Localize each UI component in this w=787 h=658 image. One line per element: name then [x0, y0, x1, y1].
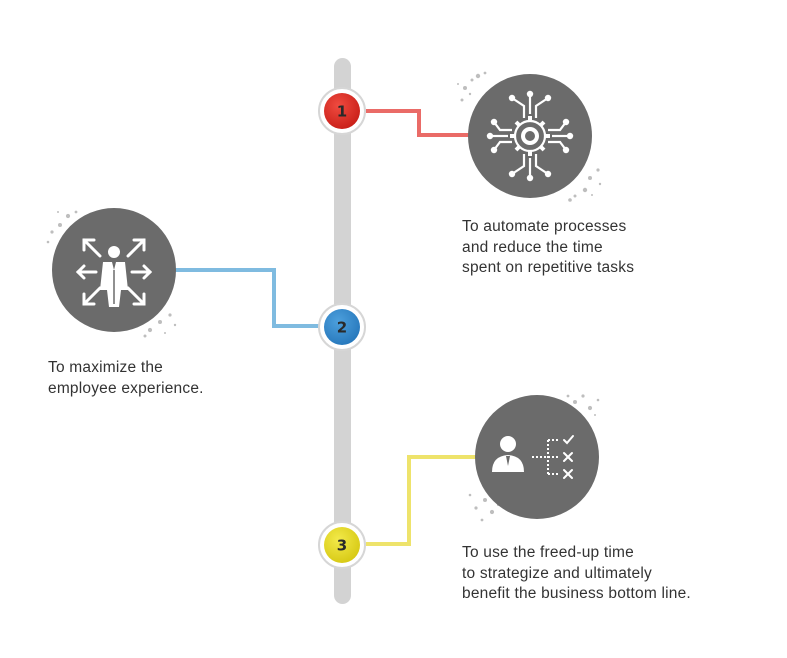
caption-step-3: To use the freed-up time to strategize a… [462, 543, 691, 605]
step-number-2: 2 [337, 319, 347, 337]
caption-step-1-line-1: To automate processes [462, 218, 627, 235]
person-checklist-icon [492, 435, 574, 479]
caption-step-1-line-3: spent on repetitive tasks [462, 259, 635, 276]
caption-step-3-line-1: To use the freed-up time [462, 544, 634, 561]
connector-2 [175, 268, 322, 328]
caption-step-3-line-3: benefit the business bottom line. [462, 585, 691, 602]
step-marker-2: 2 [318, 303, 366, 351]
caption-step-2-line-2: employee experience. [48, 379, 204, 397]
caption-step-2-line-1: To maximize the [48, 359, 163, 376]
connector-1 [366, 109, 472, 137]
caption-step-1-line-2: and reduce the time [462, 238, 603, 256]
caption-step-3-line-2: to strategize and ultimately [462, 564, 652, 582]
spatter-texture-1 [457, 71, 602, 202]
spatter-texture-3 [468, 394, 600, 522]
step-number-1: 1 [337, 103, 347, 121]
spatter-texture-2 [46, 210, 177, 338]
step-marker-3: 3 [318, 521, 366, 569]
step-number-3: 3 [337, 537, 347, 555]
connector-3 [366, 455, 478, 546]
person-expand-arrows-icon [75, 238, 153, 307]
caption-step-1: To automate processes and reduce the tim… [462, 217, 634, 279]
step-marker-1: 1 [318, 87, 366, 135]
caption-step-2: To maximize the employee experience. [48, 358, 204, 399]
gear-network-icon [486, 90, 574, 182]
